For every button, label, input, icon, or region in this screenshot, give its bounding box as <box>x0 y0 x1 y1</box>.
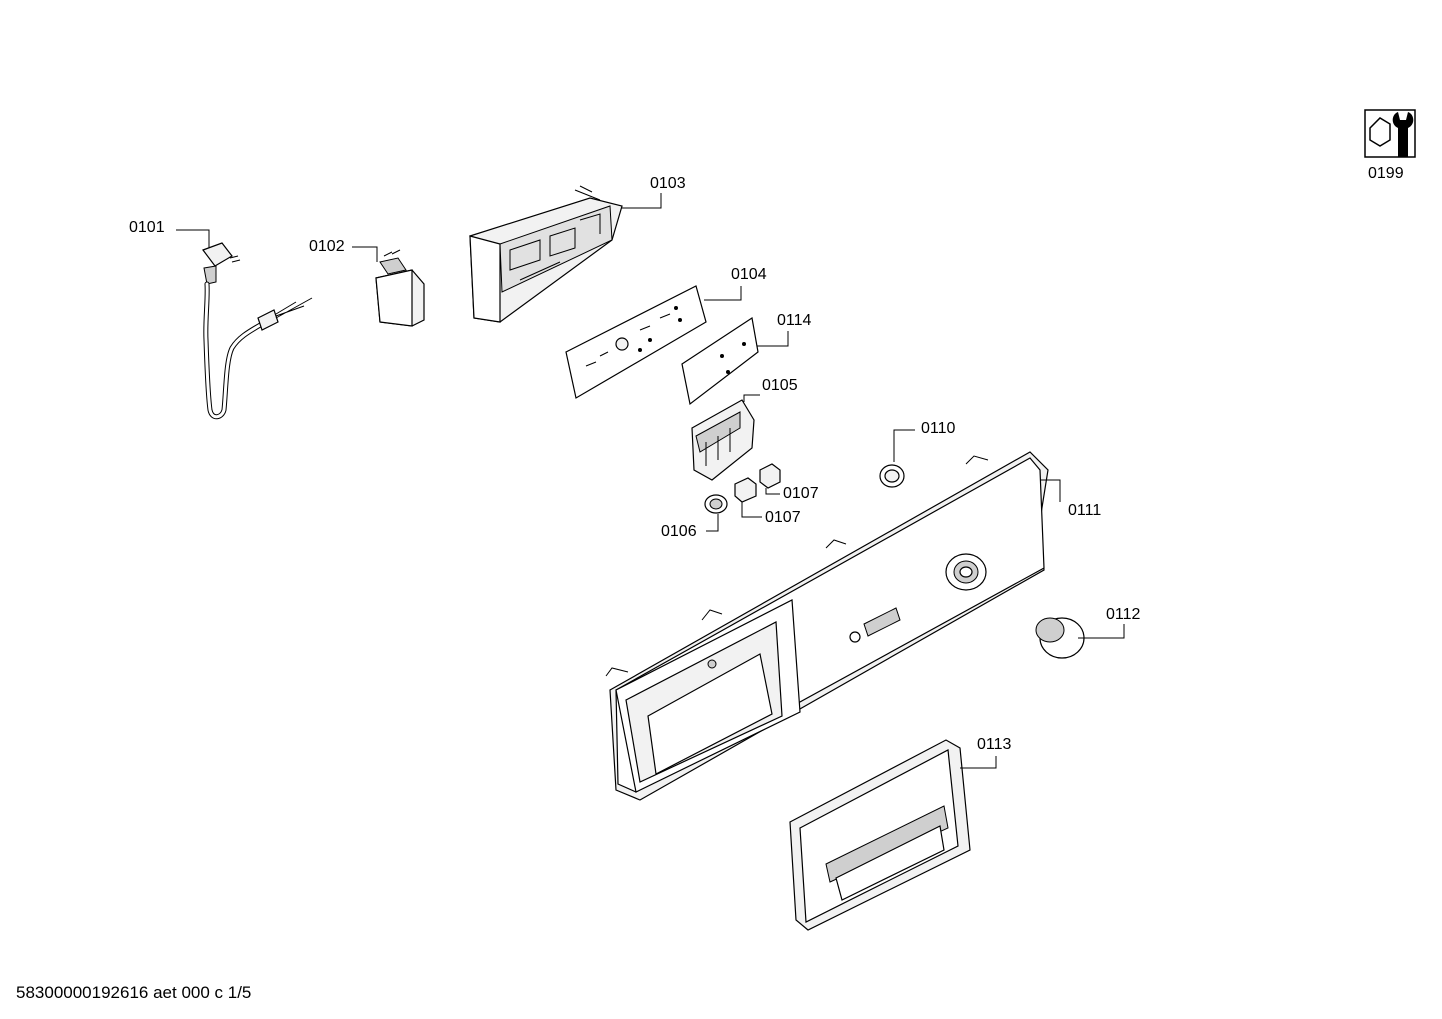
callout-0199: 0199 <box>1368 165 1404 182</box>
callout-0114: 0114 <box>777 312 812 329</box>
control-module-pcb-part <box>565 285 742 399</box>
fascia-panel-part <box>605 451 1061 801</box>
switch-block-part <box>691 394 760 481</box>
control-housing-part <box>469 185 662 323</box>
callout-0107-lower: 0107 <box>765 509 801 526</box>
display-pcb-part <box>681 316 789 406</box>
callout-0106: 0106 <box>661 523 697 540</box>
callout-0101: 0101 <box>129 219 165 236</box>
callout-0107-upper: 0107 <box>783 485 819 502</box>
callout-0103: 0103 <box>650 175 686 192</box>
interference-filter-part <box>352 246 425 327</box>
callout-0111: 0111 <box>1068 502 1102 519</box>
push-button-part <box>734 463 781 518</box>
callout-0105: 0105 <box>762 377 798 394</box>
callout-0104: 0104 <box>731 266 767 283</box>
power-cord-part <box>176 229 313 420</box>
selector-knob-part <box>1035 617 1125 659</box>
drawer-handle-part <box>789 739 997 931</box>
callout-0113: 0113 <box>977 736 1012 753</box>
callout-0110: 0110 <box>921 420 956 437</box>
callout-0102: 0102 <box>309 238 345 255</box>
drawing-reference-footer: 58300000192616 aet 000 c 1/5 <box>16 983 252 1002</box>
wrench-nut-icon <box>1364 109 1416 158</box>
knob-ring-part <box>704 494 728 532</box>
callout-0112: 0112 <box>1106 606 1141 623</box>
programme-ring-part <box>879 429 915 488</box>
